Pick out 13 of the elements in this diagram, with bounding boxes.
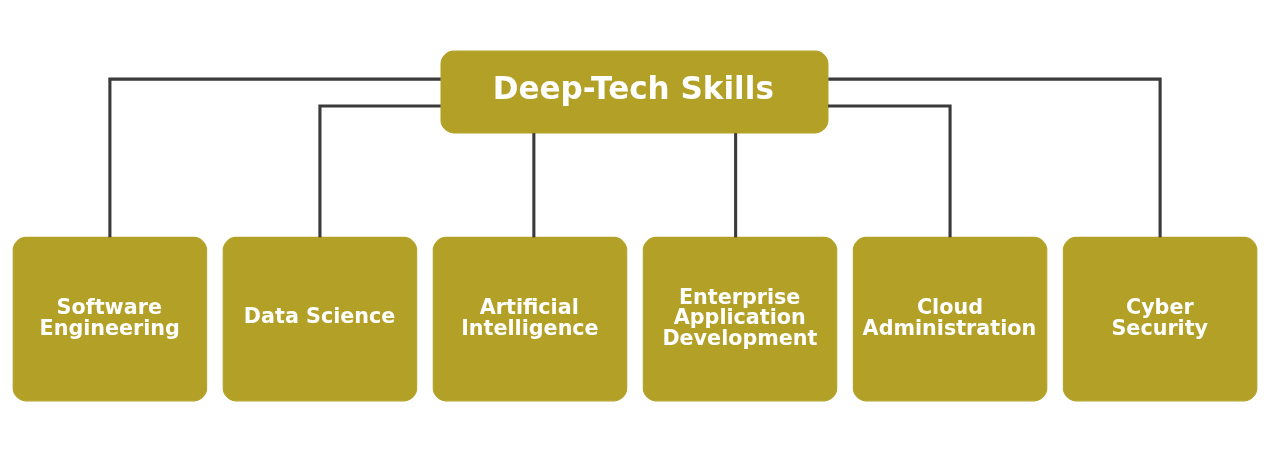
connector [532, 133, 536, 238]
node-box: Artificial Intelligence [432, 236, 628, 402]
node-box: Enterprise Application Development [642, 236, 838, 402]
node-box: Deep-Tech Skills [440, 50, 829, 134]
connector [318, 104, 441, 238]
node-box: Data Science [222, 236, 418, 402]
connector [734, 133, 738, 238]
connector [828, 104, 952, 238]
node-box: Cyber Security [1062, 236, 1258, 402]
node-box: Software Engineering [12, 236, 208, 402]
connector [108, 77, 441, 238]
node-box: Cloud Administration [852, 236, 1048, 402]
connector [828, 77, 1162, 238]
